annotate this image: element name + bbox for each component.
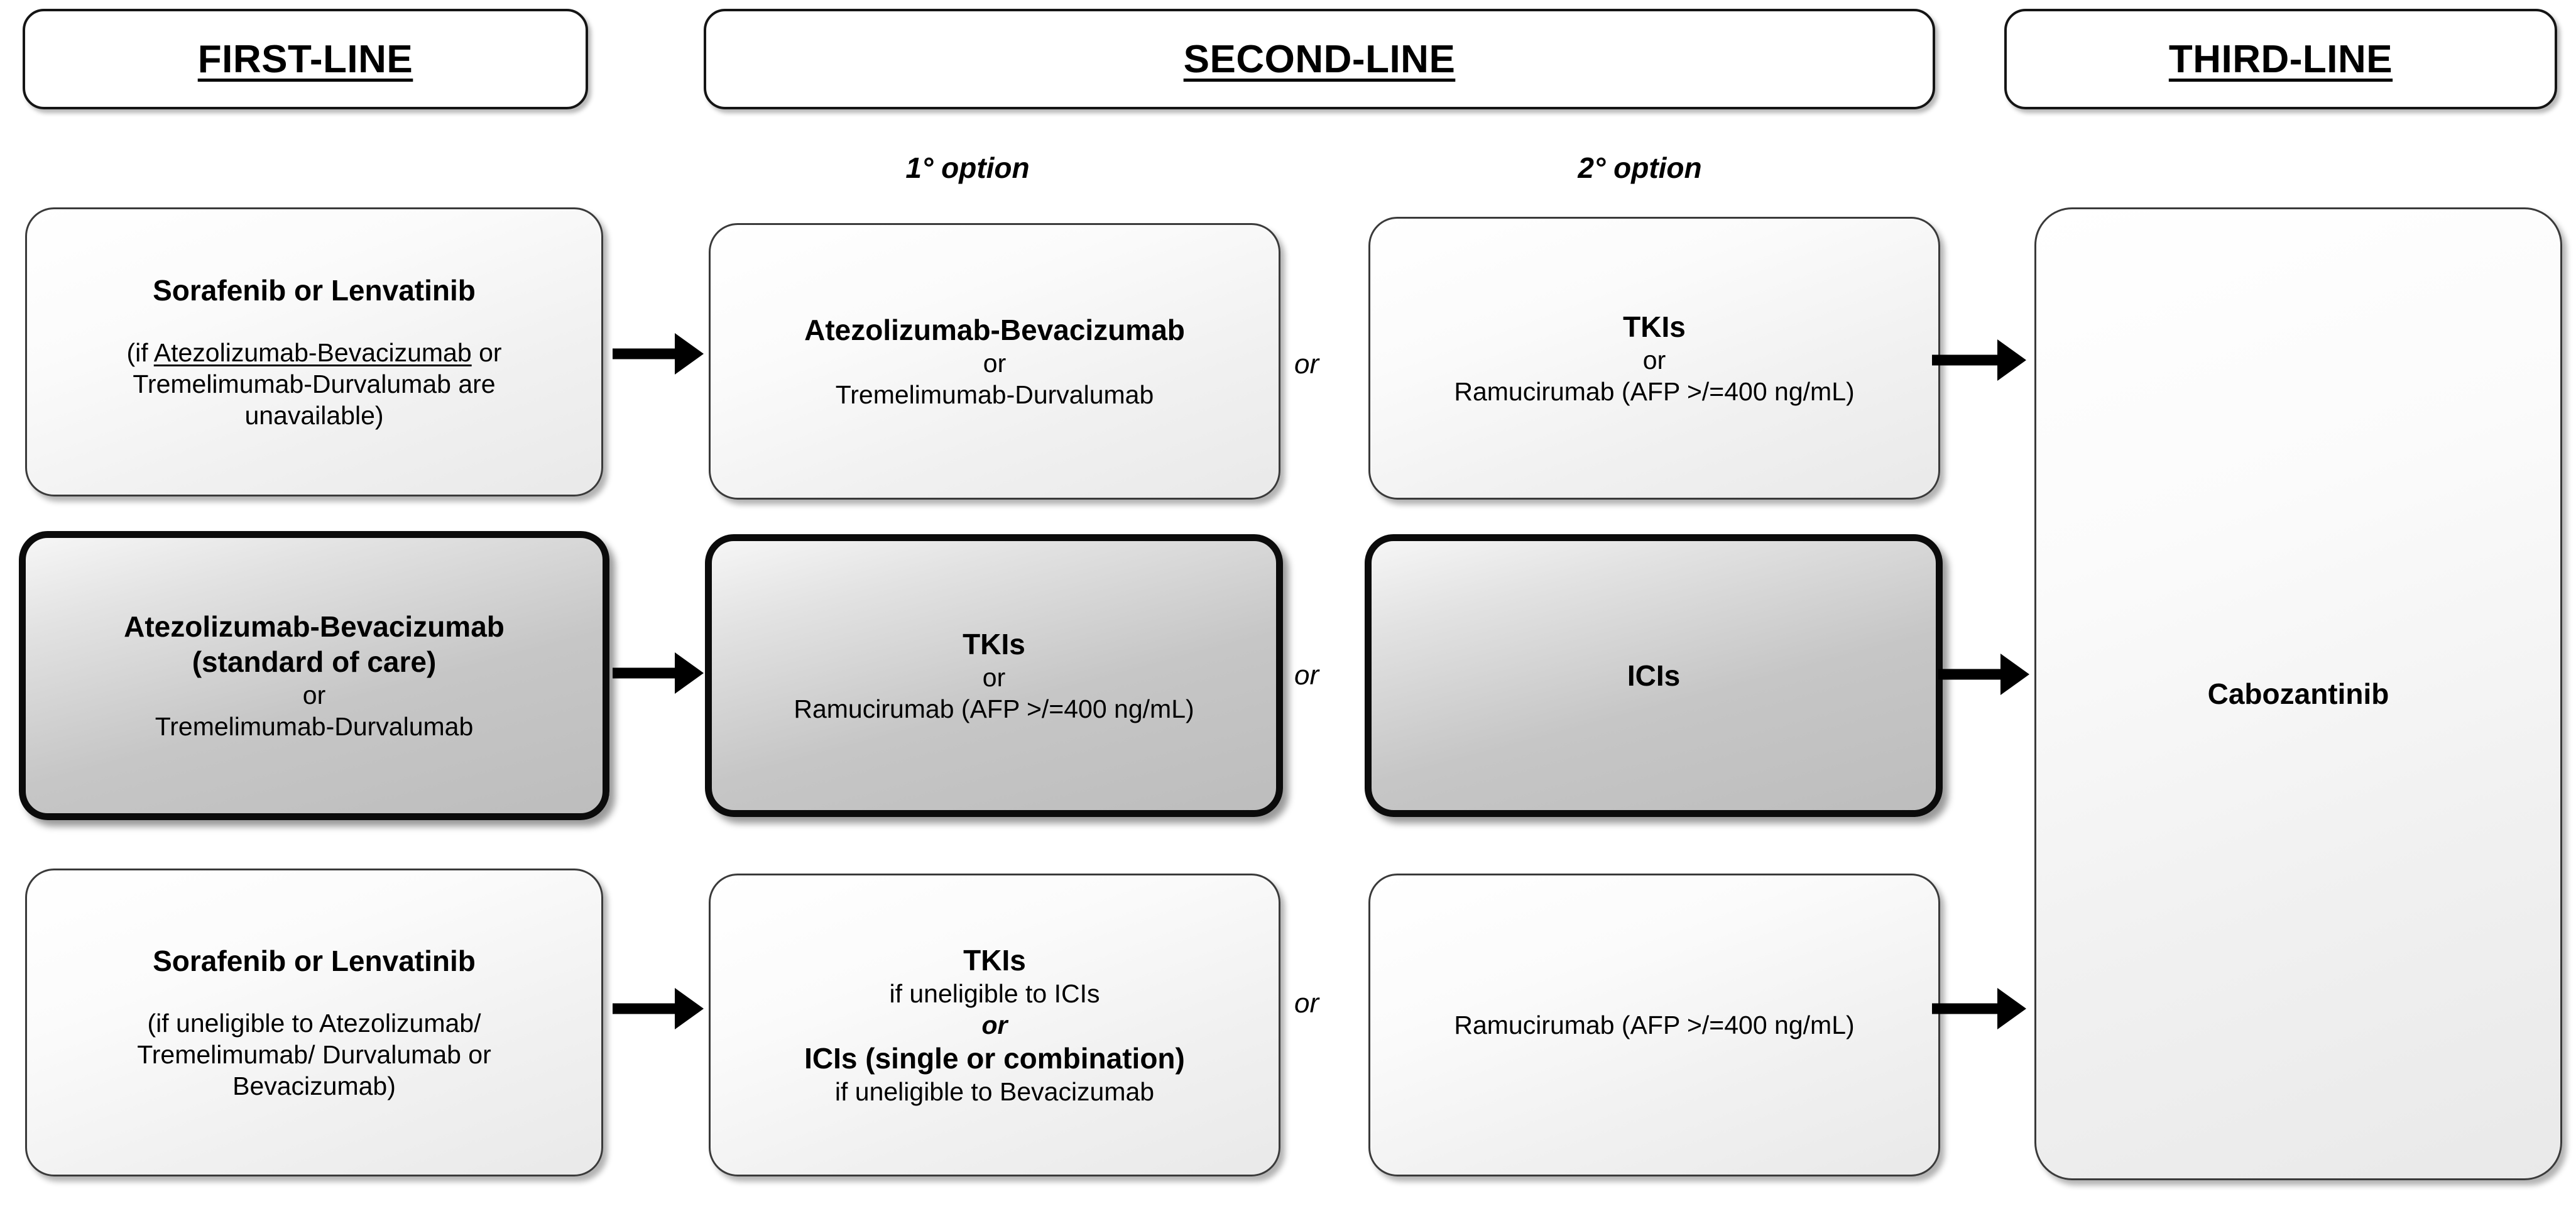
node-line: Ramucirumab (AFP >/=400 ng/mL) bbox=[794, 694, 1194, 724]
node-line: ICIs bbox=[1627, 659, 1681, 692]
or-connector-row2: or bbox=[1294, 660, 1319, 691]
node-title: Sorafenib or Lenvatinib bbox=[153, 273, 476, 307]
arrow-row2-col1-to-col2 bbox=[613, 652, 704, 694]
node-line: or bbox=[302, 681, 326, 710]
node-row1-first-line[interactable]: Sorafenib or Lenvatinib (if Atezolizumab… bbox=[25, 207, 603, 496]
node-note-line: unavailable) bbox=[244, 401, 384, 430]
node-line: Ramucirumab (AFP >/=400 ng/mL) bbox=[1454, 377, 1855, 407]
node-line: ICIs (single or combination) bbox=[804, 1042, 1185, 1075]
arrow-row1-col1-to-col2 bbox=[613, 333, 704, 375]
option-label-1: 1° option bbox=[905, 151, 1030, 184]
arrow-head bbox=[2000, 654, 2029, 695]
node-row1-second-line-option2[interactable]: TKIs or Ramucirumab (AFP >/=400 ng/mL) bbox=[1368, 217, 1940, 500]
node-line: Ramucirumab (AFP >/=400 ng/mL) bbox=[1454, 1010, 1855, 1039]
node-line: TKIs bbox=[963, 627, 1025, 661]
node-line: or bbox=[983, 349, 1007, 378]
header-label-third-line: THIRD-LINE bbox=[2168, 37, 2393, 81]
node-line: TKIs bbox=[963, 943, 1026, 977]
arrow-head bbox=[675, 333, 704, 375]
node-row2-first-line[interactable]: Atezolizumab-Bevacizumab (standard of ca… bbox=[19, 531, 609, 820]
arrow-row2-col3-to-third-line bbox=[1938, 654, 2029, 695]
arrow-shaft bbox=[613, 348, 682, 359]
node-note-line: (if Atezolizumab-Bevacizumab or bbox=[126, 338, 502, 368]
arrow-shaft bbox=[1932, 354, 2002, 366]
node-third-line-cabozantinib[interactable]: Cabozantinib bbox=[2034, 207, 2562, 1180]
node-line: (standard of care) bbox=[192, 645, 437, 678]
node-line: or bbox=[1642, 346, 1666, 375]
node-line: or bbox=[982, 663, 1006, 693]
node-line: Atezolizumab-Bevacizumab bbox=[804, 313, 1185, 346]
node-row3-second-line-option2[interactable]: Ramucirumab (AFP >/=400 ng/mL) bbox=[1368, 874, 1940, 1176]
node-note-line: Bevacizumab) bbox=[232, 1072, 396, 1101]
arrow-head bbox=[675, 652, 704, 694]
node-line: Tremelimumab-Durvalumab bbox=[835, 380, 1154, 410]
arrow-head bbox=[1997, 339, 2026, 381]
node-line: if uneligible to ICIs bbox=[889, 979, 1100, 1008]
arrow-row3-col1-to-col2 bbox=[613, 988, 704, 1029]
node-label: Cabozantinib bbox=[2207, 677, 2389, 710]
arrow-head bbox=[1997, 988, 2026, 1029]
node-line: Atezolizumab-Bevacizumab bbox=[124, 610, 505, 643]
arrow-shaft bbox=[1938, 669, 2006, 680]
or-connector-row3: or bbox=[1294, 988, 1319, 1019]
arrow-shaft bbox=[613, 1003, 682, 1014]
node-line: Tremelimumab-Durvalumab bbox=[155, 712, 474, 742]
header-box-third-line: THIRD-LINE bbox=[2004, 9, 2557, 109]
arrow-row1-col3-to-third-line bbox=[1932, 339, 2026, 381]
node-line: if uneligible to Bevacizumab bbox=[834, 1077, 1155, 1107]
node-note-line: (if uneligible to Atezolizumab/ bbox=[147, 1009, 481, 1038]
header-label-second-line: SECOND-LINE bbox=[1183, 37, 1456, 81]
or-connector-row1: or bbox=[1294, 349, 1319, 380]
header-label-first-line: FIRST-LINE bbox=[197, 37, 413, 81]
node-row2-second-line-option2[interactable]: ICIs bbox=[1365, 534, 1943, 817]
node-line: or bbox=[981, 1010, 1008, 1039]
node-note-line: Tremelimumab-Durvalumab are bbox=[133, 370, 496, 399]
node-row3-second-line-option1[interactable]: TKIs if uneligible to ICIs or ICIs (sing… bbox=[709, 874, 1280, 1176]
arrow-shaft bbox=[1932, 1003, 2002, 1014]
underlined-term: Atezolizumab-Bevacizumab bbox=[153, 338, 472, 368]
node-row1-second-line-option1[interactable]: Atezolizumab-Bevacizumab or Tremelimumab… bbox=[709, 223, 1280, 500]
node-row2-second-line-option1[interactable]: TKIs or Ramucirumab (AFP >/=400 ng/mL) bbox=[705, 534, 1283, 817]
node-line: TKIs bbox=[1623, 310, 1686, 343]
node-title: Sorafenib or Lenvatinib bbox=[153, 944, 476, 977]
node-row3-first-line[interactable]: Sorafenib or Lenvatinib (if uneligible t… bbox=[25, 869, 603, 1176]
arrow-head bbox=[675, 988, 704, 1029]
arrow-row3-col3-to-third-line bbox=[1932, 988, 2026, 1029]
option-label-2: 2° option bbox=[1578, 151, 1702, 184]
header-box-first-line: FIRST-LINE bbox=[23, 9, 588, 109]
arrow-shaft bbox=[613, 667, 682, 679]
node-note-line: Tremelimumab/ Durvalumab or bbox=[137, 1040, 491, 1070]
header-box-second-line: SECOND-LINE bbox=[704, 9, 1935, 109]
